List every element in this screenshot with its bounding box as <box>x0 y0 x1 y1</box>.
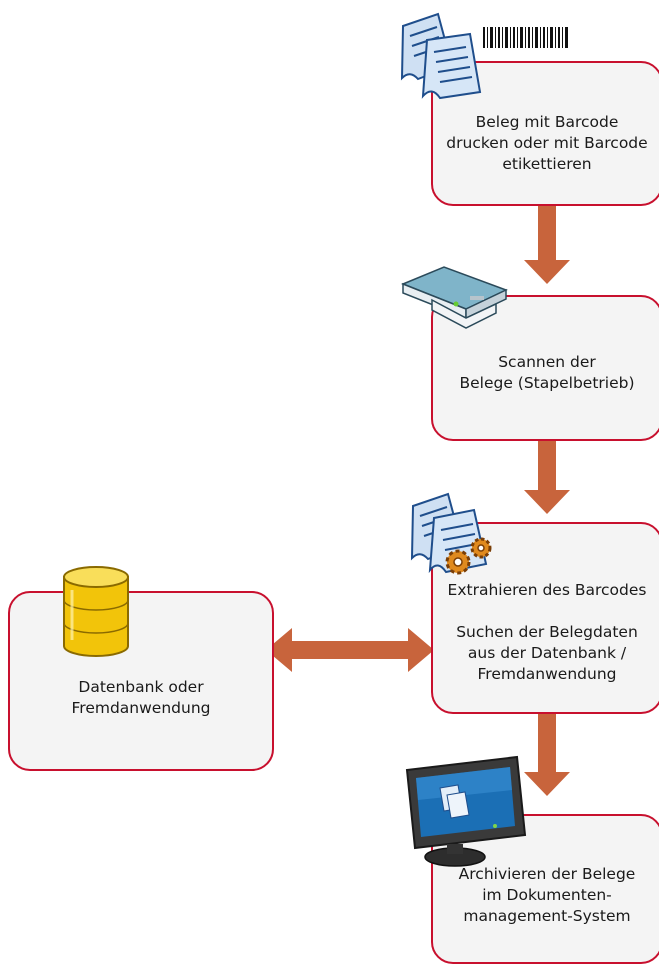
step-scan-line-1: Scannen der <box>498 353 596 371</box>
arrow-database-extract <box>266 628 434 672</box>
step-print-box: Beleg mit Barcode drucken oder mit Barco… <box>431 61 659 206</box>
step-extract-line-3: aus der Datenbank / <box>467 643 627 662</box>
step-scan-line-2: Belege (Stapelbetrieb) <box>459 374 635 392</box>
database-box: Datenbank oder Fremdanwendung <box>8 591 274 771</box>
step-archive-line-3: management-System <box>463 906 631 925</box>
database-icon <box>63 566 129 657</box>
step-extract-line-2: Suchen der Belegdaten <box>456 622 638 641</box>
arrow-print-to-scan <box>524 196 570 284</box>
step-extract-box: Extrahieren des Barcodes Suchen der Bele… <box>431 522 659 714</box>
arrow-scan-to-extract <box>524 425 570 514</box>
step-print-line-2: drucken oder mit Barcode <box>446 134 648 152</box>
step-extract-line-1: Extrahieren des Barcodes <box>447 580 647 599</box>
step-print-line-3: etikettieren <box>502 155 592 173</box>
documents-gears-icon <box>410 492 492 575</box>
database-line-1: Datenbank oder <box>78 678 204 696</box>
database-line-2: Fremdanwendung <box>71 699 211 717</box>
monitor-icon <box>405 755 527 867</box>
scanner-icon <box>401 266 508 329</box>
step-extract-line-4: Fremdanwendung <box>477 664 617 683</box>
documents-barcode-icon <box>400 12 568 100</box>
step-archive-line-1: Archivieren der Belege <box>458 864 636 883</box>
step-archive-line-2: im Dokumenten- <box>482 885 612 904</box>
step-print-line-1: Beleg mit Barcode <box>475 113 619 131</box>
arrow-extract-to-archive <box>524 712 570 796</box>
